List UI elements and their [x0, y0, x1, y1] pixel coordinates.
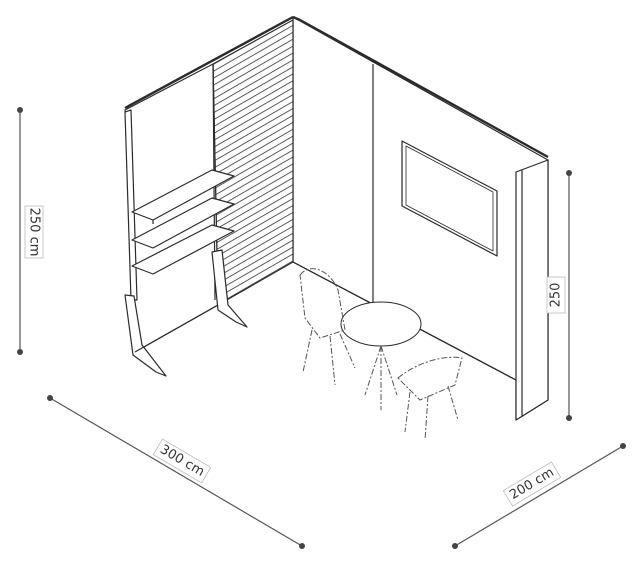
- booth: [124, 15, 549, 421]
- table-top: [340, 301, 422, 347]
- dim-label-width: 300 cm: [152, 438, 212, 484]
- shelf-middle: [131, 197, 235, 249]
- shelf-top: [131, 169, 235, 221]
- dim-dot: [299, 543, 305, 549]
- dim-dot: [47, 395, 53, 401]
- dim-dot: [620, 443, 626, 449]
- slatted-wall: [212, 19, 294, 306]
- dim-dot: [452, 543, 458, 549]
- right-end-panel: [515, 159, 549, 421]
- dim-height-left-text: 250 cm: [27, 208, 42, 257]
- dim-dot: [17, 107, 23, 113]
- chair-2: [397, 356, 463, 401]
- shelf-bottom: [131, 224, 235, 275]
- dim-dot: [566, 415, 572, 421]
- left-wall-top-edge: [124, 15, 294, 110]
- dim-dot: [566, 170, 572, 176]
- furniture: [299, 268, 463, 441]
- dim-label-height-left: 250 cm: [24, 205, 44, 259]
- left-end-panel: [124, 109, 138, 301]
- dim-height-right-text: 250: [549, 283, 564, 308]
- dim-label-depth: 200 cm: [502, 461, 562, 507]
- dimensions: [17, 107, 626, 549]
- tv-screen-inner: [405, 145, 494, 252]
- right-wall-top-edge: [292, 15, 549, 159]
- back-right-wall: [292, 16, 549, 421]
- dim-width-line: [49, 397, 303, 547]
- shelves: [131, 169, 248, 328]
- shelf-bracket: [211, 249, 248, 328]
- dim-dot: [17, 349, 23, 355]
- dim-label-height-right: 250: [546, 276, 566, 314]
- dim-depth-line: [454, 445, 624, 547]
- left-foot: [124, 294, 167, 377]
- floor-left-edge: [134, 304, 219, 353]
- tv-screen: [401, 140, 498, 257]
